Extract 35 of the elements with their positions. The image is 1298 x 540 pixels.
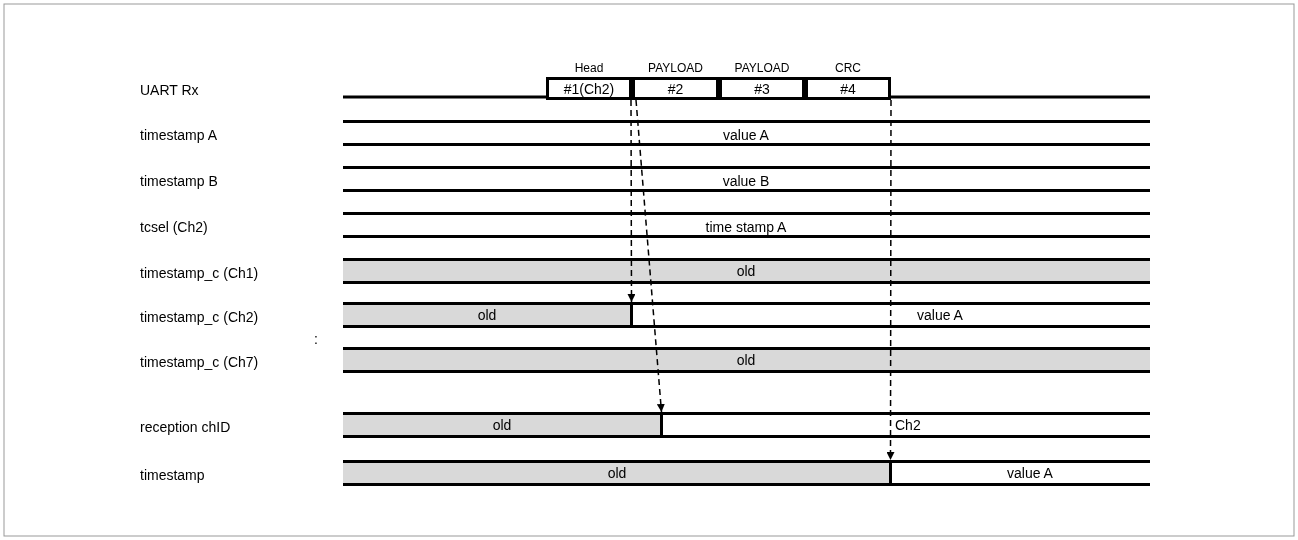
field-caption: PAYLOAD bbox=[647, 60, 704, 76]
transition-edge bbox=[660, 412, 663, 438]
field-caption: PAYLOAD bbox=[733, 60, 791, 76]
signal-value: time stamp A bbox=[705, 219, 787, 235]
field-text: #2 bbox=[667, 80, 684, 97]
signal-value: value A bbox=[1007, 465, 1053, 481]
field-text: #3 bbox=[754, 80, 770, 97]
ellipsis-mark: : bbox=[314, 331, 318, 347]
signal-value: Ch2 bbox=[895, 417, 921, 433]
signal-name: UART Rx bbox=[140, 82, 199, 98]
signal-name: timestamp bbox=[140, 467, 205, 483]
dashed-arrow bbox=[886, 99, 895, 461]
signal-value: old bbox=[607, 465, 627, 481]
field-text: #1(Ch2) bbox=[563, 80, 615, 97]
signal-name: timestamp_c (Ch2) bbox=[140, 309, 259, 325]
signal-value: value A bbox=[723, 127, 769, 143]
signal-name: reception chID bbox=[140, 419, 231, 435]
signal-name: timestamp_c (Ch7) bbox=[140, 354, 259, 370]
dashed-arrow bbox=[635, 99, 665, 413]
signal-value: value A bbox=[917, 307, 963, 323]
signal-name: timestamp_c (Ch1) bbox=[140, 265, 259, 281]
signal-name: timestamp B bbox=[140, 173, 218, 189]
signal-value: old bbox=[477, 307, 497, 323]
dashed-arrow bbox=[627, 99, 636, 303]
field-text: #4 bbox=[840, 80, 856, 97]
transition-edge bbox=[630, 302, 633, 328]
signal-value: old bbox=[736, 263, 756, 279]
signal-value: old bbox=[736, 352, 756, 368]
signal-value: old bbox=[492, 417, 512, 433]
field-caption: CRC bbox=[834, 60, 862, 76]
field-caption: Head bbox=[573, 60, 605, 76]
signal-name: tcsel (Ch2) bbox=[140, 219, 208, 235]
signal-name: timestamp A bbox=[140, 127, 218, 143]
transition-edge bbox=[889, 460, 892, 486]
signal-value: value B bbox=[722, 173, 770, 189]
